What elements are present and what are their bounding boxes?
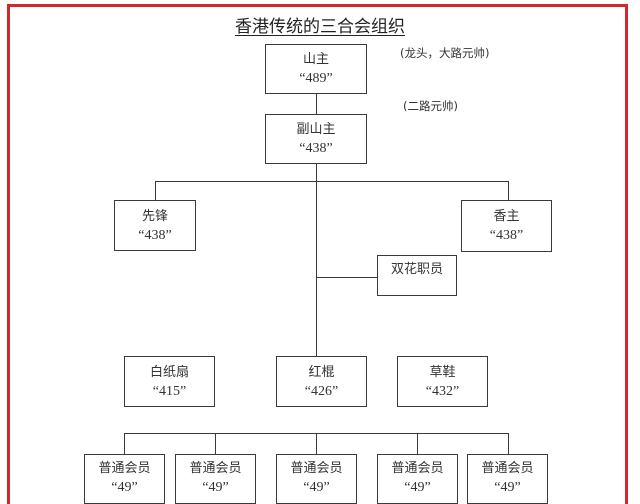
node-code: “432” (425, 383, 460, 399)
node-code: “49” (303, 480, 330, 495)
node-name: 普通会员 (391, 461, 444, 476)
diagram-title: 香港传统的三合会组织 (235, 17, 405, 37)
node-member: 普通会员 “49” (467, 454, 548, 504)
node-name: 普通会员 (290, 461, 343, 476)
node-xiangzhu: 香主 “438” (461, 200, 552, 252)
node-shanzhu: 山主 “489” (265, 44, 367, 94)
node-code: “438” (138, 227, 172, 243)
connector-xianfeng (155, 181, 157, 200)
connector-shanzhu-fushanzhu (316, 94, 318, 114)
node-name: 白纸扇 (149, 364, 189, 380)
node-shuanghua: 双花职员 (377, 255, 457, 296)
connector-xiangzhu (508, 181, 510, 200)
node-name: 香主 (493, 209, 520, 224)
node-code: “438” (299, 141, 333, 156)
node-name: 普通会员 (189, 461, 242, 476)
connector-member-3 (316, 433, 318, 454)
node-caoxie: 草鞋 “432” (397, 356, 488, 407)
connector-member-4 (417, 433, 419, 454)
connector-level2-horizontal (155, 181, 509, 183)
node-code: “438” (489, 228, 524, 243)
node-code: “49” (494, 480, 521, 495)
connector-member-5 (508, 433, 510, 454)
node-name: 山主 (302, 52, 329, 67)
node-member: 普通会员 “49” (175, 454, 256, 504)
connector-main-trunk (316, 164, 318, 356)
node-code: “489” (299, 71, 333, 86)
node-xianfeng: 先锋 “438” (114, 200, 196, 251)
node-name: 普通会员 (98, 461, 151, 476)
node-name: 先锋 (141, 208, 168, 224)
node-code: “426” (304, 383, 339, 399)
node-code: “49” (404, 480, 431, 495)
node-fushanzhu: 副山主 “438” (265, 114, 367, 164)
node-baizhishan: 白纸扇 “415” (124, 356, 215, 407)
node-code: “49” (111, 480, 138, 495)
node-member: 普通会员 “49” (84, 454, 165, 504)
node-name: 草鞋 (429, 364, 456, 380)
node-name: 普通会员 (481, 461, 534, 476)
node-name: 双花职员 (390, 262, 443, 277)
connector-member-1 (124, 433, 126, 454)
node-name: 红棍 (308, 364, 335, 380)
connector-member-2 (215, 433, 217, 454)
node-honggun: 红棍 “426” (276, 356, 367, 407)
shanzhu-annotation: (龙头，大路元帅) (400, 46, 490, 60)
connector-shuanghua (316, 277, 377, 279)
node-member: 普通会员 “49” (377, 454, 458, 504)
fushanzhu-annotation: (二路元帅) (403, 99, 458, 113)
node-member: 普通会员 “49” (276, 454, 357, 504)
node-code: “415” (152, 383, 187, 399)
node-name: 副山主 (296, 122, 336, 137)
red-frame (7, 4, 628, 504)
node-code: “49” (202, 480, 229, 495)
